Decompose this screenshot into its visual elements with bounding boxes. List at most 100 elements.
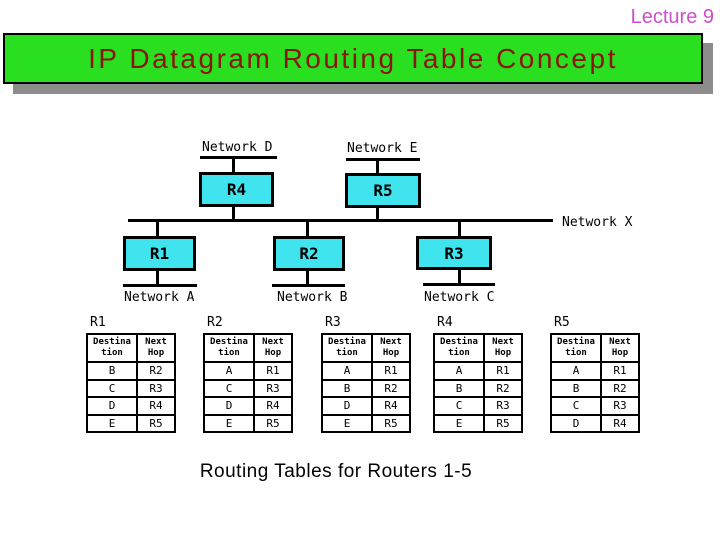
next-hop-header: Next Hop (483, 333, 523, 363)
routing-table-title: R4 (437, 315, 453, 330)
destination-header: Destina tion (433, 333, 485, 363)
network-a-segment (123, 284, 197, 287)
router-r1-box: R1 (123, 236, 196, 271)
network-b-label: Network B (277, 290, 348, 305)
next-hop-cell: R5 (136, 413, 176, 433)
lecture-number: Lecture 9 (630, 6, 714, 28)
next-hop-header: Next Hop (136, 333, 176, 363)
destination-cell: C (550, 396, 602, 416)
link-backbone-r2 (306, 221, 309, 237)
next-hop-header: Next Hop (600, 333, 640, 363)
slide-title: IP Datagram Routing Table Concept (88, 42, 618, 74)
next-hop-header: Next Hop (253, 333, 293, 363)
router-r3-box: R3 (416, 236, 492, 270)
next-hop-cell: R1 (371, 361, 411, 381)
network-a-label: Network A (124, 290, 195, 305)
destination-cell: E (203, 413, 255, 433)
router-r4-box: R4 (199, 172, 274, 207)
network-x-label: Network X (562, 215, 633, 230)
destination-cell: E (433, 413, 485, 433)
destination-cell: C (86, 378, 138, 398)
next-hop-cell: R4 (371, 396, 411, 416)
router-r4-label: R4 (226, 180, 247, 199)
routing-table-title: R2 (207, 315, 223, 330)
next-hop-cell: R5 (483, 413, 523, 433)
network-c-label: Network C (424, 290, 495, 305)
link-backbone-r1 (156, 221, 159, 237)
network-e-segment (346, 158, 420, 161)
destination-cell: D (86, 396, 138, 416)
network-x-backbone (128, 219, 553, 222)
destination-cell: A (321, 361, 373, 381)
next-hop-cell: R2 (136, 361, 176, 381)
link-r4-backbone (232, 205, 235, 221)
destination-header: Destina tion (321, 333, 373, 363)
destination-header: Destina tion (550, 333, 602, 363)
router-r1-label: R1 (149, 244, 170, 263)
router-r5-box: R5 (345, 173, 421, 208)
network-c-segment (423, 283, 495, 286)
next-hop-cell: R1 (600, 361, 640, 381)
link-backbone-r3 (458, 221, 461, 237)
link-nete-r5 (376, 160, 379, 175)
link-r2-netb (306, 269, 309, 285)
link-r5-backbone (376, 206, 379, 221)
destination-cell: D (550, 413, 602, 433)
router-r2-label: R2 (299, 244, 319, 263)
next-hop-cell: R4 (253, 396, 293, 416)
next-hop-cell: R2 (600, 378, 640, 398)
next-hop-cell: R3 (136, 378, 176, 398)
destination-header: Destina tion (203, 333, 255, 363)
router-r2-box: R2 (273, 236, 345, 271)
router-r3-label: R3 (444, 243, 464, 263)
network-b-segment (272, 284, 345, 287)
next-hop-cell: R4 (600, 413, 640, 433)
link-netd-r4 (232, 158, 235, 174)
destination-cell: D (321, 396, 373, 416)
network-d-label: Network D (202, 140, 273, 155)
destination-header: Destina tion (86, 333, 138, 363)
routing-table-title: R3 (325, 315, 341, 330)
destination-cell: C (203, 378, 255, 398)
caption: Routing Tables for Routers 1-5 (199, 461, 473, 482)
title-bar: IP Datagram Routing Table Concept (3, 33, 703, 84)
next-hop-header: Next Hop (371, 333, 411, 363)
next-hop-cell: R1 (483, 361, 523, 381)
next-hop-cell: R3 (600, 396, 640, 416)
network-d-segment (200, 156, 277, 159)
next-hop-cell: R3 (253, 378, 293, 398)
network-e-label: Network E (347, 141, 418, 156)
next-hop-cell: R2 (371, 378, 411, 398)
destination-cell: A (203, 361, 255, 381)
next-hop-cell: R5 (371, 413, 411, 433)
link-r3-netc (458, 268, 461, 284)
destination-cell: A (550, 361, 602, 381)
destination-cell: A (433, 361, 485, 381)
destination-cell: B (321, 378, 373, 398)
link-r1-neta (156, 269, 159, 285)
